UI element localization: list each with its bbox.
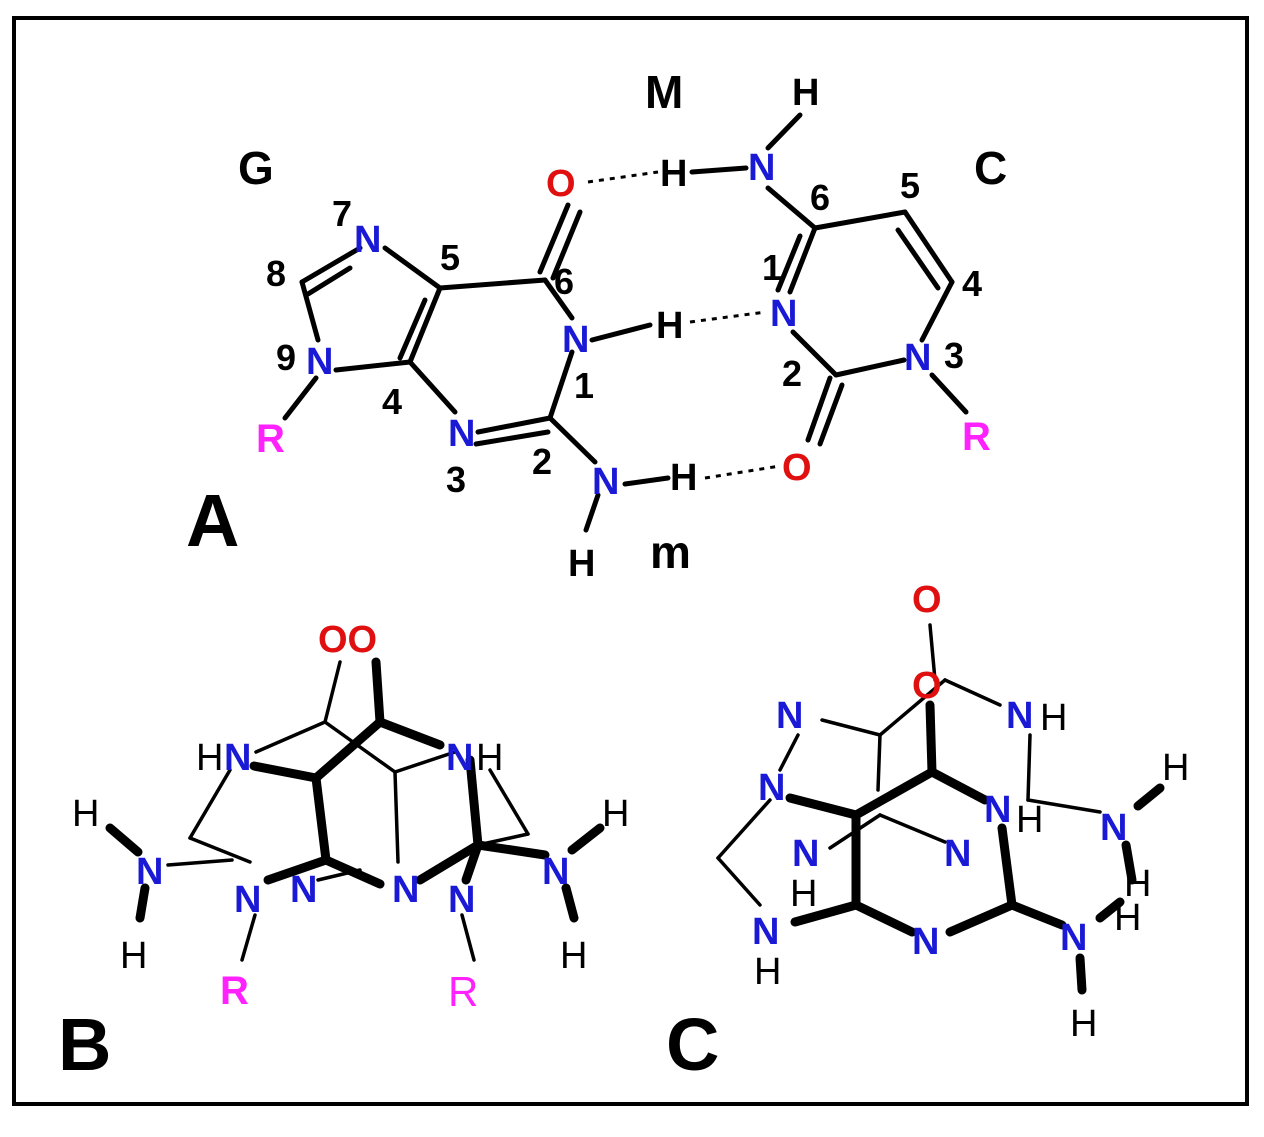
b-r-group-right: R — [448, 968, 478, 1015]
g-n1: N — [562, 319, 589, 361]
c-h-bottom-left: H — [754, 951, 781, 993]
b-n-right-top: N — [446, 737, 473, 779]
c-n-center-front: N — [944, 833, 971, 875]
c-r-group: R — [962, 415, 991, 459]
c-h41: H — [792, 72, 819, 114]
c-nh-bottom-left: N — [752, 911, 779, 953]
g-pos-7: 7 — [332, 193, 352, 234]
label-cytosine: C — [974, 142, 1007, 194]
b-n-left-amine: N — [136, 851, 163, 893]
b-n-left-ring: N — [234, 879, 261, 921]
c-h-center: H — [790, 873, 817, 915]
b-n-right-ring: N — [448, 879, 475, 921]
b-h-right-top: H — [476, 737, 503, 779]
figure-frame — [12, 16, 1249, 1106]
c-n-left-ring: N — [758, 767, 785, 809]
c-h42: H — [660, 153, 687, 195]
label-major-groove: M — [645, 66, 683, 118]
b-n-right-amine: N — [542, 851, 569, 893]
c-pos-2: 2 — [782, 353, 802, 394]
c-n-center-back: N — [792, 833, 819, 875]
g-r-group: R — [256, 417, 285, 461]
c-n4: N — [748, 147, 775, 189]
b-n-center-right: N — [392, 869, 419, 911]
g-pos-9: 9 — [276, 337, 296, 378]
c-n-top-left: N — [776, 695, 803, 737]
panel-b: OO H N N H H N H N N N N N H H R R B — [58, 619, 629, 1086]
panel-c: O O N N H N N H H N N N H H H N H N N H … — [666, 579, 1189, 1086]
g-n7: N — [354, 219, 381, 261]
g-pos-8: 8 — [266, 253, 286, 294]
b-h-left-amine-bottom: H — [120, 935, 147, 977]
g-pos-6: 6 — [554, 261, 574, 302]
c-pos-5: 5 — [900, 165, 920, 206]
g-o6: O — [546, 163, 576, 205]
g-pos-1: 1 — [574, 365, 594, 406]
c-pos-3: 3 — [944, 335, 964, 376]
c-pos-1: 1 — [762, 247, 782, 288]
g-h21: H — [670, 457, 697, 499]
c-pos-4: 4 — [962, 263, 982, 304]
g-n2: N — [592, 461, 619, 503]
b-oxygen-pair: OO — [318, 619, 377, 661]
c-pos-6: 6 — [810, 177, 830, 218]
c-o-front: O — [912, 665, 942, 707]
panel-c-bonds — [716, 623, 1165, 995]
g-pos-2: 2 — [532, 441, 552, 482]
label-minor-groove: m — [650, 526, 691, 578]
b-h-right-amine-top: H — [602, 793, 629, 835]
c-n-amine-front: N — [1060, 917, 1087, 959]
b-n-left-top: N — [224, 737, 251, 779]
c-h-amine-top: H — [1162, 747, 1189, 789]
cytosine-bonds — [689, 112, 969, 447]
g-pos-4: 4 — [382, 381, 402, 422]
g-n3: N — [448, 413, 475, 455]
g-n9: N — [306, 341, 333, 383]
c-n1: N — [904, 337, 931, 379]
label-guanine: G — [238, 142, 274, 194]
b-r-group-left: R — [220, 969, 249, 1013]
c-h-front-right: H — [1016, 799, 1043, 841]
g-pos-3: 3 — [446, 459, 466, 500]
panel-b-bonds — [105, 657, 605, 962]
c-h-back-amine-bottom: H — [1124, 863, 1151, 905]
g-h22: H — [568, 543, 595, 585]
b-h-left-top: H — [196, 737, 223, 779]
c-h-top-right: H — [1040, 697, 1067, 739]
c-n3: N — [770, 293, 797, 335]
c-h-amine-bottom: H — [1070, 1003, 1097, 1045]
c-n-front-right: N — [984, 789, 1011, 831]
c-nh-top-right: N — [1006, 695, 1033, 737]
h-bond-n2-o2 — [704, 464, 781, 480]
c-o2: O — [782, 447, 812, 489]
g-h1: H — [656, 305, 683, 347]
panel-a-label: A — [186, 479, 239, 562]
panel-a: N N N N O N H H H R H N H N N O R 7 8 5 … — [186, 66, 1007, 585]
h-bond-n1-n3 — [689, 310, 767, 324]
guanine-bonds — [282, 202, 671, 533]
c-o-back: O — [912, 579, 942, 621]
c-h-amine-right: H — [1114, 897, 1141, 939]
panel-c-label: C — [666, 1003, 719, 1086]
g-pos-5: 5 — [440, 237, 460, 278]
c-n-amine-back: N — [1100, 807, 1127, 849]
c-n-bottom-center: N — [912, 921, 939, 963]
b-n-center-left: N — [290, 869, 317, 911]
h-bond-o6-n4 — [587, 170, 659, 184]
b-h-right-amine-bottom: H — [560, 935, 587, 977]
b-h-left-amine-top: H — [72, 793, 99, 835]
panel-b-label: B — [58, 1003, 111, 1086]
